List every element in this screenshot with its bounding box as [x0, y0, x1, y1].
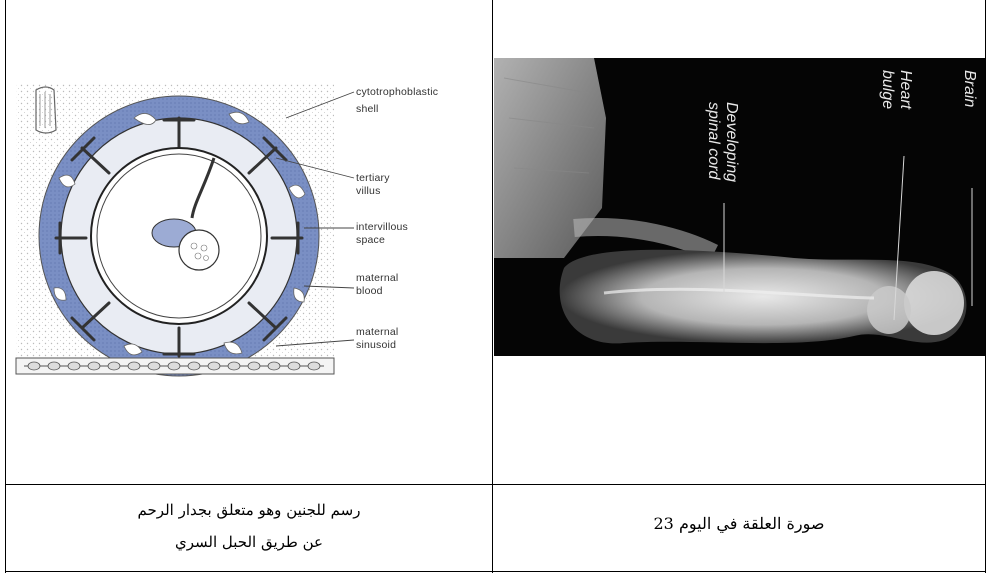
table-border-row: [5, 484, 986, 485]
table-border-right: [985, 0, 986, 573]
embryo-attachment-diagram: cytotrophoblastic shell tertiary villus …: [14, 78, 484, 388]
table-border-middle: [492, 0, 493, 573]
right-caption: صورة العلقة في اليوم 23: [493, 512, 985, 536]
label-cytotrophoblastic-shell: cytotrophoblastic shell: [356, 86, 438, 116]
left-caption: رسم للجنين وهو متعلق بجدار الرحم عن طريق…: [6, 494, 492, 558]
table-border-left: [5, 0, 6, 573]
label-developing-spinal-cord: Developing spinal cord: [704, 102, 740, 182]
embryo-day23-photo: Brain Heart bulge Developing spinal cord: [494, 58, 985, 356]
label-maternal-blood: maternal blood: [356, 272, 398, 298]
label-heart-bulge: Heart bulge: [878, 70, 914, 109]
label-tertiary-villus: tertiary villus: [356, 172, 390, 198]
table-border-bottom: [5, 571, 986, 572]
left-caption-line-1: رسم للجنين وهو متعلق بجدار الرحم: [6, 494, 492, 526]
label-brain: Brain: [960, 70, 978, 107]
label-maternal-sinusoid: maternal sinusoid: [356, 326, 398, 352]
label-intervillous-space: intervillous space: [356, 221, 408, 247]
diagram-illustration: [14, 78, 484, 388]
left-caption-line-2: عن طريق الحبل السري: [6, 526, 492, 558]
